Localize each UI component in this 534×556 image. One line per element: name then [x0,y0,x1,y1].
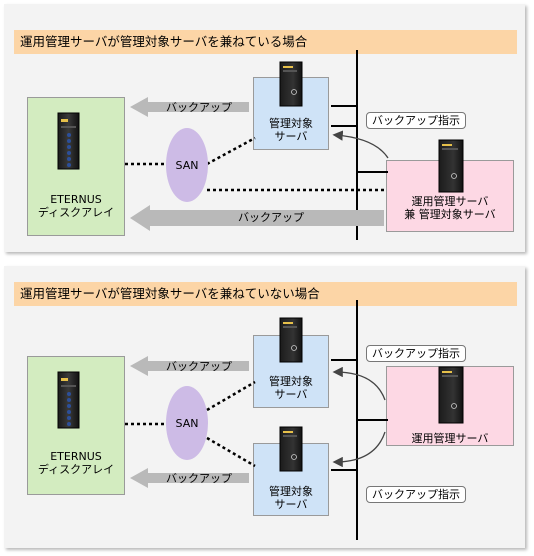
managed-server-label-2a: 管理対象サーバ [269,375,313,401]
storage-icon-1 [57,112,80,170]
server-icon-ops-2 [438,366,464,424]
instruction-label-2-top: バックアップ指示 [366,345,466,362]
server-icon-managed-2b [279,426,303,472]
backup-label-bottom-2: バックアップ [166,472,232,485]
server-icon-managed-1 [279,61,303,107]
server-icon-ops-1 [438,139,464,193]
san-1: SAN [166,128,208,202]
backup-arrow-bottom-2 [130,468,249,488]
server-icon-managed-2a [279,317,303,363]
instruction-label-1: バックアップ指示 [366,112,466,129]
scenario-1-title: 運用管理サーバが管理対象サーバを兼ねている場合 [14,30,517,54]
backup-label-top-2: バックアップ [166,360,232,373]
managed-server-label-2b: 管理対象サーバ [269,485,313,511]
backup-arrow-top-1 [130,97,249,117]
backup-label-bottom-1: バックアップ [238,211,304,224]
backup-label-top-1: バックアップ [166,101,232,114]
ops-server-label-1: 運用管理サーバ兼 管理対象サーバ [404,195,496,221]
managed-server-label-1: 管理対象サーバ [269,117,313,143]
backup-arrow-top-2 [130,356,249,376]
instruction-label-2-bottom: バックアップ指示 [366,486,466,503]
scenario-2-title: 運用管理サーバが管理対象サーバを兼ねていない場合 [14,282,517,306]
ops-server-label-2: 運用管理サーバ [411,432,489,445]
storage-icon-2 [57,371,80,429]
san-2: SAN [166,386,208,460]
backup-arrow-bottom-1 [130,205,384,231]
